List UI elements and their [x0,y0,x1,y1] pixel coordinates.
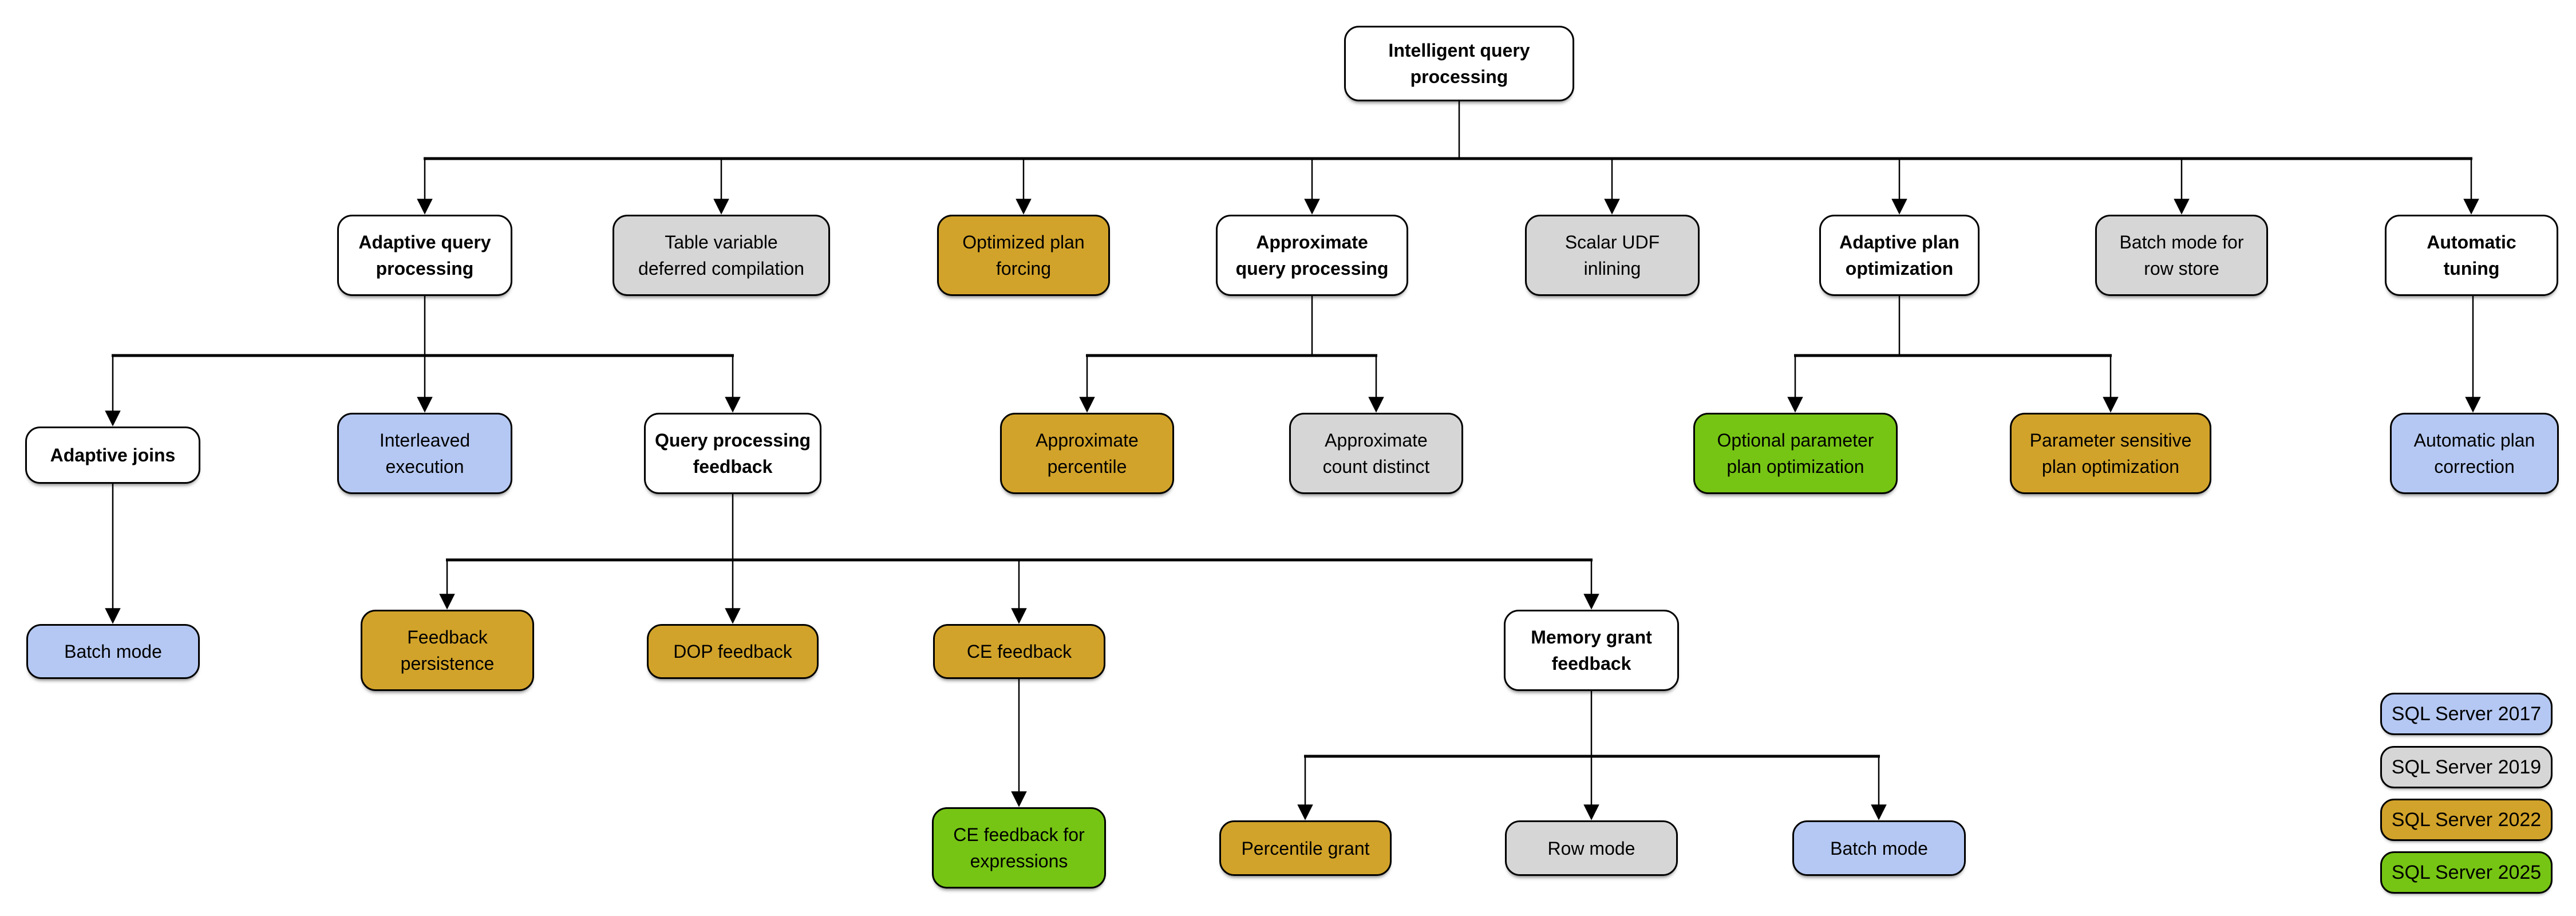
node-adaptive-plan-optimization: Adaptive plan optimization [1819,215,1980,296]
node-scalar-udf-inlining: Scalar UDF inlining [1525,215,1700,296]
legend-sql-server-2025: SQL Server 2025 [2380,851,2553,894]
node-adaptive-joins: Adaptive joins [25,427,200,484]
node-automatic-tuning: Automatic tuning [2385,215,2558,296]
node-approximate-percentile: Approximate percentile [1000,413,1174,494]
node-adaptive-query-processing: Adaptive query processing [337,215,512,296]
node-interleaved-execution: Interleaved execution [337,413,512,494]
connector-approximate-query-processing-children [1079,296,1384,413]
node-intelligent-query-processing: Intelligent query processing [1344,26,1574,101]
node-optimized-plan-forcing: Optimized plan forcing [937,215,1110,296]
node-batch-mode-adaptive-joins: Batch mode [26,624,200,679]
node-query-processing-feedback: Query processing feedback [644,413,821,494]
legend-sql-server-2019: SQL Server 2019 [2380,746,2553,788]
node-automatic-plan-correction: Automatic plan correction [2390,413,2559,494]
node-batch-mode-memory-grant: Batch mode [1792,820,1966,876]
node-percentile-grant: Percentile grant [1219,820,1392,876]
node-approximate-count-distinct: Approximate count distinct [1289,413,1463,494]
node-batch-mode-for-row-store: Batch mode for row store [2095,215,2268,296]
node-table-variable-deferred-compilation: Table variable deferred compilation [613,215,830,296]
connector-root-children [417,101,2479,215]
legend-sql-server-2017: SQL Server 2017 [2380,693,2553,735]
node-optional-parameter-plan-optimization: Optional parameter plan optimization [1693,413,1898,494]
connector-query-processing-feedback-children [439,494,1599,624]
node-ce-feedback-for-expressions: CE feedback for expressions [932,807,1106,889]
node-dop-feedback: DOP feedback [647,624,819,679]
node-row-mode: Row mode [1505,820,1678,876]
node-memory-grant-feedback: Memory grant feedback [1504,610,1679,691]
node-parameter-sensitive-plan-optimization: Parameter sensitive plan optimization [2010,413,2211,494]
connector-memory-grant-feedback-children [1297,691,1887,820]
legend-sql-server-2022: SQL Server 2022 [2380,799,2553,841]
connector-adaptive-query-processing-children [105,296,741,427]
node-feedback-persistence: Feedback persistence [361,610,534,691]
node-ce-feedback: CE feedback [933,624,1105,679]
connector-adaptive-plan-optimization-children [1787,296,2119,413]
node-approximate-query-processing: Approximate query processing [1216,215,1408,296]
